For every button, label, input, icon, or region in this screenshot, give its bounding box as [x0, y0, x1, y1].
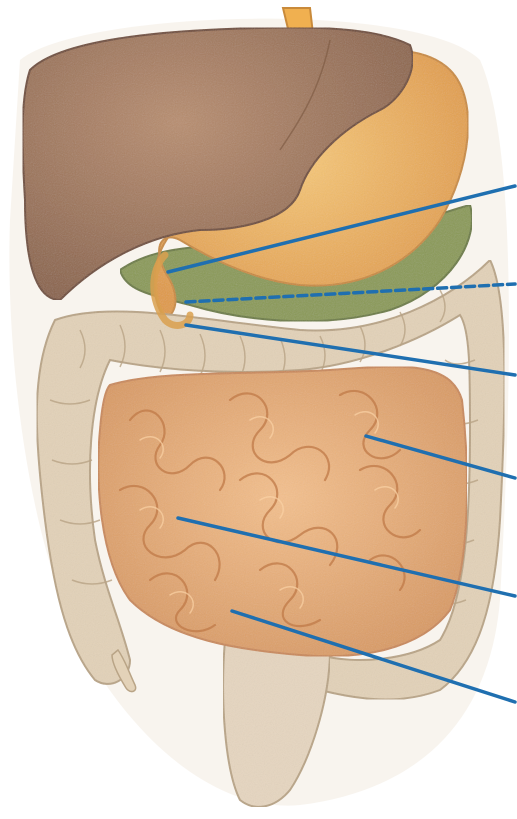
digestive-system-illustration [0, 0, 517, 819]
digestive-system-figure [0, 0, 517, 819]
